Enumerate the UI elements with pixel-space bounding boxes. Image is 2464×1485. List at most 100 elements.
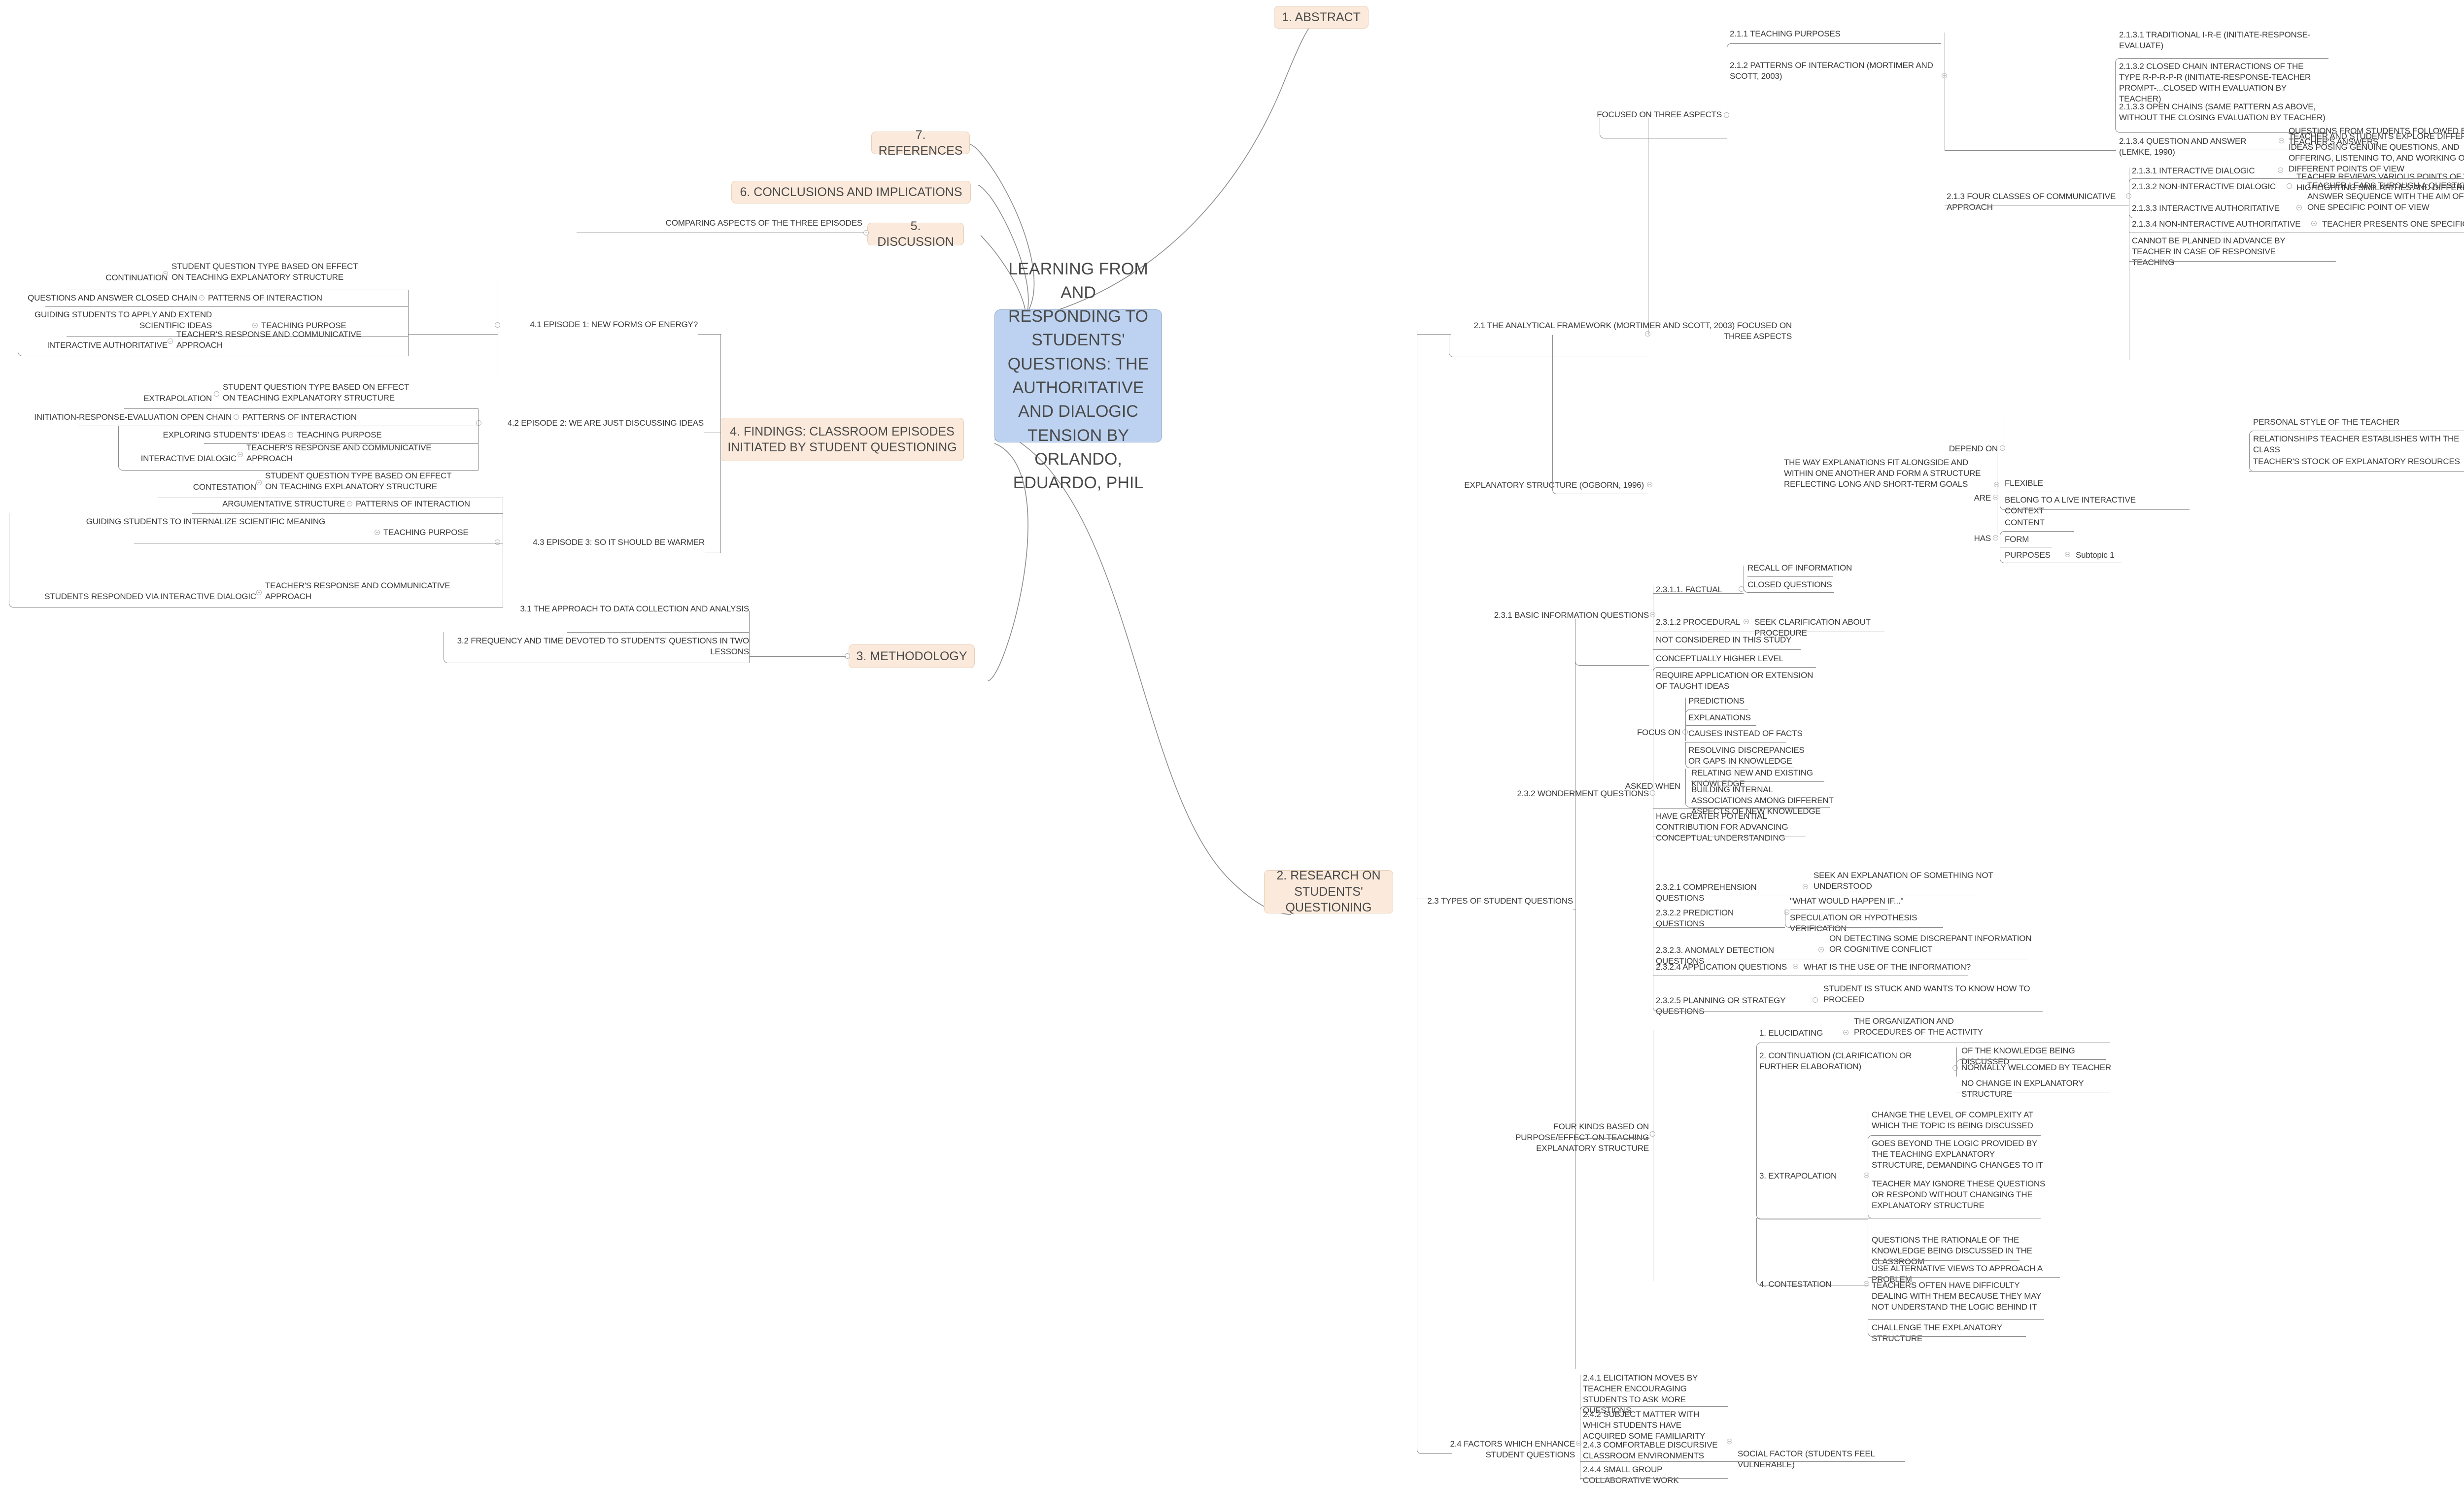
episode-1-row-4-left[interactable]: INTERACTIVE AUTHORITATIVE — [47, 340, 168, 350]
topic-research[interactable]: 2. RESEARCH ON STUDENTS' QUESTIONING — [1264, 869, 1393, 914]
episode-3-row-2-right[interactable]: PATTERNS OF INTERACTION — [356, 499, 470, 508]
episode-1-label[interactable]: 4.1 EPISODE 1: NEW FORMS OF ENERGY? — [503, 319, 698, 330]
episode-2-row-2-right[interactable]: PATTERNS OF INTERACTION — [242, 412, 357, 422]
collapse-toggle-e1r2[interactable] — [199, 295, 205, 301]
topic-methodology[interactable]: 3. METHODOLOGY — [849, 644, 975, 668]
collapse-toggle-e3r4[interactable] — [256, 590, 262, 595]
item-2-3-1-2[interactable]: 2.3.1.2 PROCEDURAL — [1656, 617, 1741, 627]
methodology-child-2[interactable]: 3.2 FREQUENCY AND TIME DEVOTED TO STUDEN… — [444, 636, 750, 657]
collapse-toggle-231[interactable] — [1650, 612, 1655, 617]
collapse-toggle-e1r4[interactable] — [168, 338, 173, 344]
episode-2-row-1-left[interactable]: EXTRAPOLATION — [143, 394, 212, 403]
episode-3-row-2-left[interactable]: ARGUMENTATIVE STRUCTURE — [222, 499, 345, 508]
collapse-toggle-explanatory[interactable] — [1647, 482, 1652, 487]
episode-2-row-3-right[interactable]: TEACHING PURPOSE — [297, 430, 382, 439]
item-2-3-2[interactable]: 2.3.2 WONDERMENT QUESTIONS — [1517, 789, 1649, 798]
item-2-1-3-5b[interactable]: CANNOT BE PLANNED IN ADVANCE BY TEACHER … — [2132, 236, 2286, 268]
discussion-child[interactable]: COMPARING ASPECTS OF THE THREE EPISODES — [577, 218, 863, 229]
branch-2-3-label[interactable]: 2.3 TYPES OF STUDENT QUESTIONS — [1427, 896, 1573, 906]
item-2-4-2[interactable]: 2.4.2 SUBJECT MATTER WITH WHICH STUDENTS… — [1583, 1410, 1706, 1441]
collapse-toggle-e2r1[interactable] — [214, 391, 219, 397]
item-four-4[interactable]: 4. CONTESTATION — [1759, 1280, 1832, 1289]
methodology-child-1[interactable]: 3.1 THE APPROACH TO DATA COLLECTION AND … — [483, 604, 749, 614]
focused-three-aspects[interactable]: FOCUSED ON THREE ASPECTS — [1597, 110, 1722, 119]
episode-2-row-1-right[interactable]: STUDENT QUESTION TYPE BASED ON EFFECT ON… — [223, 382, 409, 403]
collapse-toggle-episode-1[interactable] — [495, 322, 500, 328]
collapse-toggle-e2r2[interactable] — [234, 414, 239, 420]
collapse-toggle-243[interactable] — [1727, 1439, 1732, 1444]
collapse-toggle-24[interactable] — [1576, 1441, 1581, 1446]
collapse-toggle-232[interactable] — [1650, 790, 1655, 796]
collapse-toggle-episode-2[interactable] — [476, 420, 481, 426]
group-depend-on[interactable]: DEPEND ON — [1949, 444, 1998, 453]
collapse-toggle-methodology[interactable] — [845, 653, 850, 659]
collapse-toggle-e2r4[interactable] — [238, 452, 243, 457]
episode-3-row-4-right[interactable]: TEACHER'S RESPONSE AND COMMUNICATIVE APP… — [265, 581, 450, 602]
has-item-3[interactable]: PURPOSES — [2005, 550, 2051, 560]
item-2-1-3-3[interactable]: 2.1.3.3 OPEN CHAINS (SAME PATTERN AS ABO… — [2119, 102, 2326, 123]
episode-3-label[interactable]: 4.3 EPISODE 3: SO IT SHOULD BE WARMER — [503, 537, 705, 548]
group-are[interactable]: ARE — [1974, 493, 1991, 503]
item-2-3-2-2[interactable]: 2.3.2.2 PREDICTION QUESTIONS — [1656, 908, 1734, 929]
collapse-toggle-2321[interactable] — [1803, 884, 1808, 889]
collapse-toggle-2323[interactable] — [1818, 947, 1824, 952]
explanatory-structure-label[interactable]: EXPLANATORY STRUCTURE (OGBORN, 1996) — [1464, 480, 1644, 490]
collapse-toggle-expl-def[interactable] — [1994, 482, 1999, 487]
group-focus-on[interactable]: FOCUS ON — [1637, 728, 1680, 737]
episode-1-row-1-right[interactable]: STUDENT QUESTION TYPE BASED ON EFFECT ON… — [171, 262, 358, 282]
collapse-toggle-213c[interactable] — [2296, 205, 2302, 210]
collapse-toggle-213b[interactable] — [2287, 183, 2292, 189]
group-has[interactable]: HAS — [1974, 534, 1991, 543]
episode-3-row-1-left[interactable]: CONTESTATION — [193, 482, 256, 492]
collapse-toggle-are[interactable] — [1993, 495, 1998, 500]
episode-3-row-4-left[interactable]: STUDENTS RESPONDED VIA INTERACTIVE DIALO… — [44, 592, 256, 601]
item-2-4-1[interactable]: 2.4.1 ELICITATION MOVES BY TEACHER ENCOU… — [1583, 1373, 1698, 1416]
episode-2-label[interactable]: 4.2 EPISODE 2: WE ARE JUST DISCUSSING ID… — [483, 418, 704, 429]
episode-1-row-2-left[interactable]: QUESTIONS AND ANSWER CLOSED CHAIN — [28, 293, 197, 303]
item-2-1-2[interactable]: 2.1.2 PATTERNS OF INTERACTION (MORTIMER … — [1730, 61, 1933, 81]
episode-1-row-4-right[interactable]: TEACHER'S RESPONSE AND COMMUNICATIVE APP… — [176, 330, 362, 350]
collapse-toggle-213d[interactable] — [2311, 221, 2317, 226]
branch-2-4-label[interactable]: 2.4 FACTORS WHICH ENHANCE STUDENT QUESTI… — [1450, 1439, 1575, 1460]
collapse-toggle-e3r3[interactable] — [375, 530, 380, 535]
item-2-3-2-4[interactable]: 2.3.2.4 APPLICATION QUESTIONS — [1656, 962, 1787, 972]
episode-2-row-2-left[interactable]: INITIATION-RESPONSE-EVALUATION OPEN CHAI… — [34, 412, 232, 422]
item-2-1-3-4b[interactable]: 2.1.3.4 NON-INTERACTIVE AUTHORITATIVE — [2132, 219, 2301, 229]
item-2-3-2-1[interactable]: 2.3.2.1 COMPREHENSION QUESTIONS — [1656, 882, 1757, 903]
episode-1-row-2-right[interactable]: PATTERNS OF INTERACTION — [208, 293, 322, 303]
episode-1-row-1-left[interactable]: CONTINUATION — [105, 273, 168, 282]
group-four-kinds[interactable]: FOUR KINDS BASED ON PURPOSE/EFFECT ON TE… — [1515, 1122, 1649, 1153]
collapse-toggle-212[interactable] — [1942, 73, 1947, 78]
collapse-toggle-2325[interactable] — [1813, 997, 1818, 1003]
topic-conclusions[interactable]: 6. CONCLUSIONS AND IMPLICATIONS — [731, 181, 971, 203]
branch-2-1-label[interactable]: 2.1 THE ANALYTICAL FRAMEWORK (MORTIMER A… — [1473, 321, 1792, 341]
item-2-1-3-2[interactable]: 2.1.3.2 CLOSED CHAIN INTERACTIONS OF THE… — [2119, 62, 2311, 104]
item-2-3-1-1[interactable]: 2.3.1.1. FACTUAL — [1656, 585, 1722, 594]
collapse-toggle-2134[interactable] — [2279, 138, 2284, 143]
item-2-3-2-3[interactable]: 2.3.2.3. ANOMALY DETECTION QUESTIONS — [1656, 945, 1774, 966]
item-2-1-1[interactable]: 2.1.1 TEACHING PURPOSES — [1730, 29, 1841, 38]
collapse-toggle-e2r3[interactable] — [288, 432, 293, 438]
item-2-1-3-3b[interactable]: 2.1.3.3 INTERACTIVE AUTHORITATIVE — [2132, 203, 2280, 213]
collapse-toggle-has[interactable] — [1993, 535, 1998, 540]
item-2-4-4[interactable]: 2.4.4 SMALL GROUP COLLABORATIVE WORK — [1583, 1465, 1679, 1485]
collapse-toggle-e3r1[interactable] — [256, 480, 262, 485]
episode-3-row-1-right[interactable]: STUDENT QUESTION TYPE BASED ON EFFECT ON… — [265, 471, 451, 492]
collapse-toggle-e1r1[interactable] — [163, 271, 168, 276]
item-2-1-3-4[interactable]: 2.1.3.4 QUESTION AND ANSWER (LEMKE, 1990… — [2119, 136, 2247, 157]
collapse-toggle-purposes[interactable] — [2065, 552, 2070, 557]
item-four-3[interactable]: 3. EXTRAPOLATION — [1759, 1171, 1837, 1181]
collapse-toggle-fourkinds[interactable] — [1650, 1131, 1655, 1137]
collapse-toggle-continuation[interactable] — [1952, 1065, 1958, 1071]
item-2-4-3[interactable]: 2.4.3 COMFORTABLE DISCURSIVE CLASSROOM E… — [1583, 1440, 1718, 1461]
episode-2-row-4-left[interactable]: INTERACTIVE DIALOGIC — [140, 454, 237, 463]
collapse-toggle-elucidating[interactable] — [1843, 1030, 1848, 1035]
item-2-3-1[interactable]: 2.3.1 BASIC INFORMATION QUESTIONS — [1494, 610, 1649, 620]
item-2-1-3-1[interactable]: 2.1.3.1 TRADITIONAL I-R-E (INITIATE-RESP… — [2119, 30, 2311, 51]
episode-2-row-4-right[interactable]: TEACHER'S RESPONSE AND COMMUNICATIVE APP… — [246, 443, 432, 464]
collapse-toggle-e3r2[interactable] — [347, 501, 352, 506]
collapse-toggle-2324[interactable] — [1793, 964, 1798, 969]
item-2-1-3-1b[interactable]: 2.1.3.1 INTERACTIVE DIALOGIC — [2132, 166, 2255, 175]
group-asked-when[interactable]: ASKED WHEN — [1625, 781, 1680, 791]
collapse-toggle-depend[interactable] — [2000, 445, 2005, 451]
